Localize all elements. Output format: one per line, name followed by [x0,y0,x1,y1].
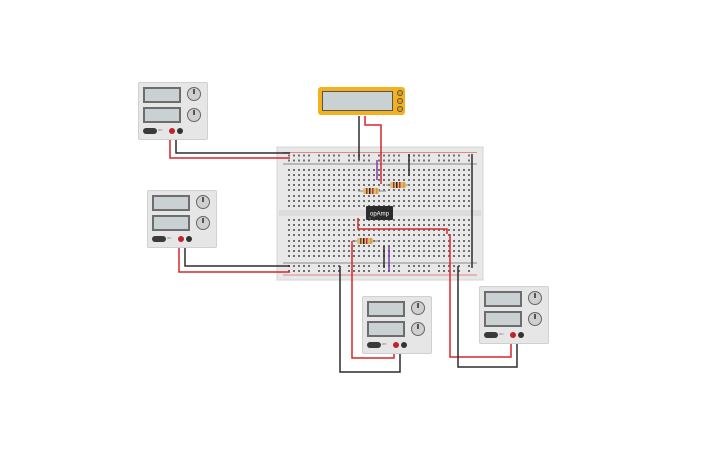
wire-red-meter[interactable] [364,116,382,184]
multimeter-mode-dial[interactable] [397,98,403,104]
current-display [367,321,405,337]
wire-red-psu2[interactable] [178,240,290,273]
current-display [143,107,181,123]
power-toggle-button[interactable] [152,236,166,242]
power-supply-bottom-center[interactable]: on [362,296,432,354]
voltage-display [152,195,190,211]
wire-red-psu1[interactable] [169,132,290,159]
voltage-display [367,301,405,317]
multimeter-mode-dial[interactable] [397,90,403,96]
multimeter-mode-dial[interactable] [397,106,403,112]
wire-red-psu4[interactable] [449,234,512,358]
wire-black-psu3[interactable] [339,266,401,373]
negative-terminal[interactable] [177,128,183,134]
resistor-2[interactable] [386,182,410,188]
wire-black-psu2[interactable] [184,240,290,267]
power-button-label: on [167,235,172,240]
power-button-label: on [382,341,387,346]
voltage-display [484,291,522,307]
power-supply-top-left[interactable]: on [138,82,208,140]
voltage-knob[interactable] [411,301,425,315]
power-supply-bottom-right[interactable]: on [479,286,549,344]
positive-terminal[interactable] [393,342,399,348]
resistor-1[interactable] [358,188,386,194]
power-toggle-button[interactable] [143,128,157,134]
negative-terminal[interactable] [401,342,407,348]
power-toggle-button[interactable] [484,332,498,338]
positive-terminal[interactable] [510,332,516,338]
multimeter[interactable] [318,87,405,115]
opamp-label: opAmp [370,212,390,218]
voltage-knob[interactable] [187,87,201,101]
wire-black-psu4[interactable] [457,266,518,368]
power-toggle-button[interactable] [367,342,381,348]
resistor-3[interactable] [352,238,378,244]
negative-terminal[interactable] [518,332,524,338]
voltage-display [143,87,181,103]
power-button-label: on [499,331,504,336]
current-knob[interactable] [196,216,210,230]
opamp-chip[interactable]: opAmp [366,206,393,220]
positive-terminal[interactable] [178,236,184,242]
wire-red-feedback[interactable] [357,218,448,234]
current-knob[interactable] [187,108,201,122]
positive-terminal[interactable] [169,128,175,134]
negative-terminal[interactable] [186,236,192,242]
breadboard-holes [288,154,470,272]
current-knob[interactable] [528,312,542,326]
voltage-knob[interactable] [528,291,542,305]
power-supply-mid-left[interactable]: on [147,190,217,248]
power-button-label: on [158,127,163,132]
current-display [484,311,522,327]
wires[interactable] [169,116,518,373]
current-knob[interactable] [411,322,425,336]
voltage-knob[interactable] [196,195,210,209]
current-display [152,215,190,231]
multimeter-display [322,91,393,111]
